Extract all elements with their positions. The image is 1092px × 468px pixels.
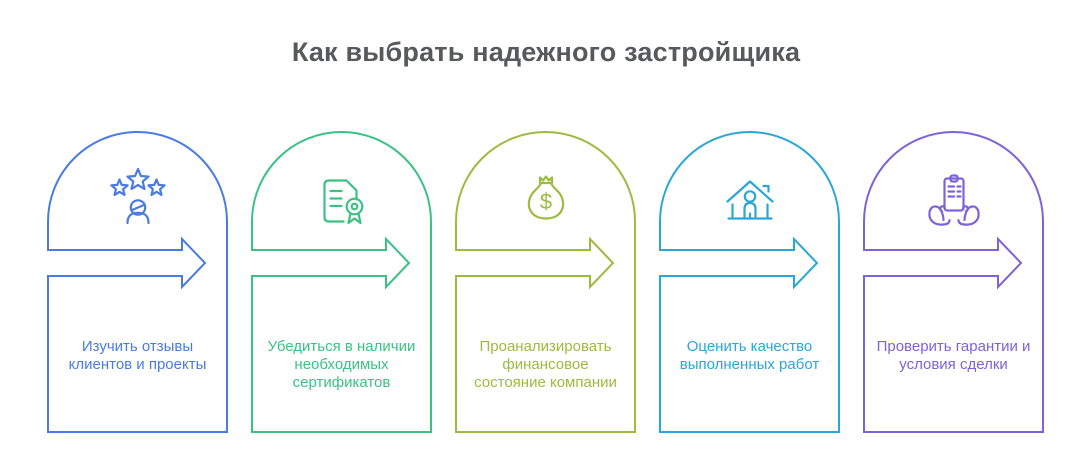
steps-row: Изучить отзывы клиентов и проекты Убедит…	[47, 131, 1044, 433]
step-arch-arrow-shape	[659, 131, 840, 433]
step-card-2: Убедиться в наличии необходимых сертифик…	[251, 131, 432, 433]
money-bag-icon: $	[527, 175, 564, 220]
step-icon-slot: $	[514, 167, 578, 231]
step-label: Проанализировать финансовое состояние ко…	[474, 338, 617, 391]
step-card-4: Оценить качество выполненных работ	[659, 131, 840, 433]
arch-arrow-path	[455, 131, 636, 433]
arch-arrow-path	[863, 131, 1044, 433]
step-arch-arrow-shape	[863, 131, 1044, 433]
step-label: Проверить гарантии и условия сделки	[876, 338, 1031, 373]
step-arch-arrow-shape	[47, 131, 228, 433]
step-arch-arrow-shape	[251, 131, 432, 433]
step-icon-slot	[310, 167, 374, 231]
step-icon-slot	[922, 167, 986, 231]
step-arch-arrow-shape	[455, 131, 636, 433]
certificate-icon	[322, 179, 363, 225]
step-label: Изучить отзывы клиентов и проекты	[68, 338, 207, 373]
arch-arrow-path	[659, 131, 840, 433]
step-icon-slot	[106, 167, 170, 231]
arch-arrow-path	[251, 131, 432, 433]
step-card-5: Проверить гарантии и условия сделки	[863, 131, 1044, 433]
page-title: Как выбрать надежного застройщика	[291, 37, 801, 67]
step-card-3: $ Проанализировать финансовое состояние …	[455, 131, 636, 433]
step-icon-slot	[718, 167, 782, 231]
step-card-1: Изучить отзывы клиентов и проекты	[47, 131, 228, 433]
step-label: Убедиться в наличии необходимых сертифик…	[267, 338, 416, 391]
arch-arrow-path	[47, 131, 228, 433]
step-label: Оценить качество выполненных работ	[679, 338, 820, 373]
hands-contract-icon	[927, 174, 980, 226]
customer-reviews-icon	[109, 167, 166, 225]
house-person-icon	[725, 180, 774, 220]
svg-text:$: $	[539, 189, 551, 214]
